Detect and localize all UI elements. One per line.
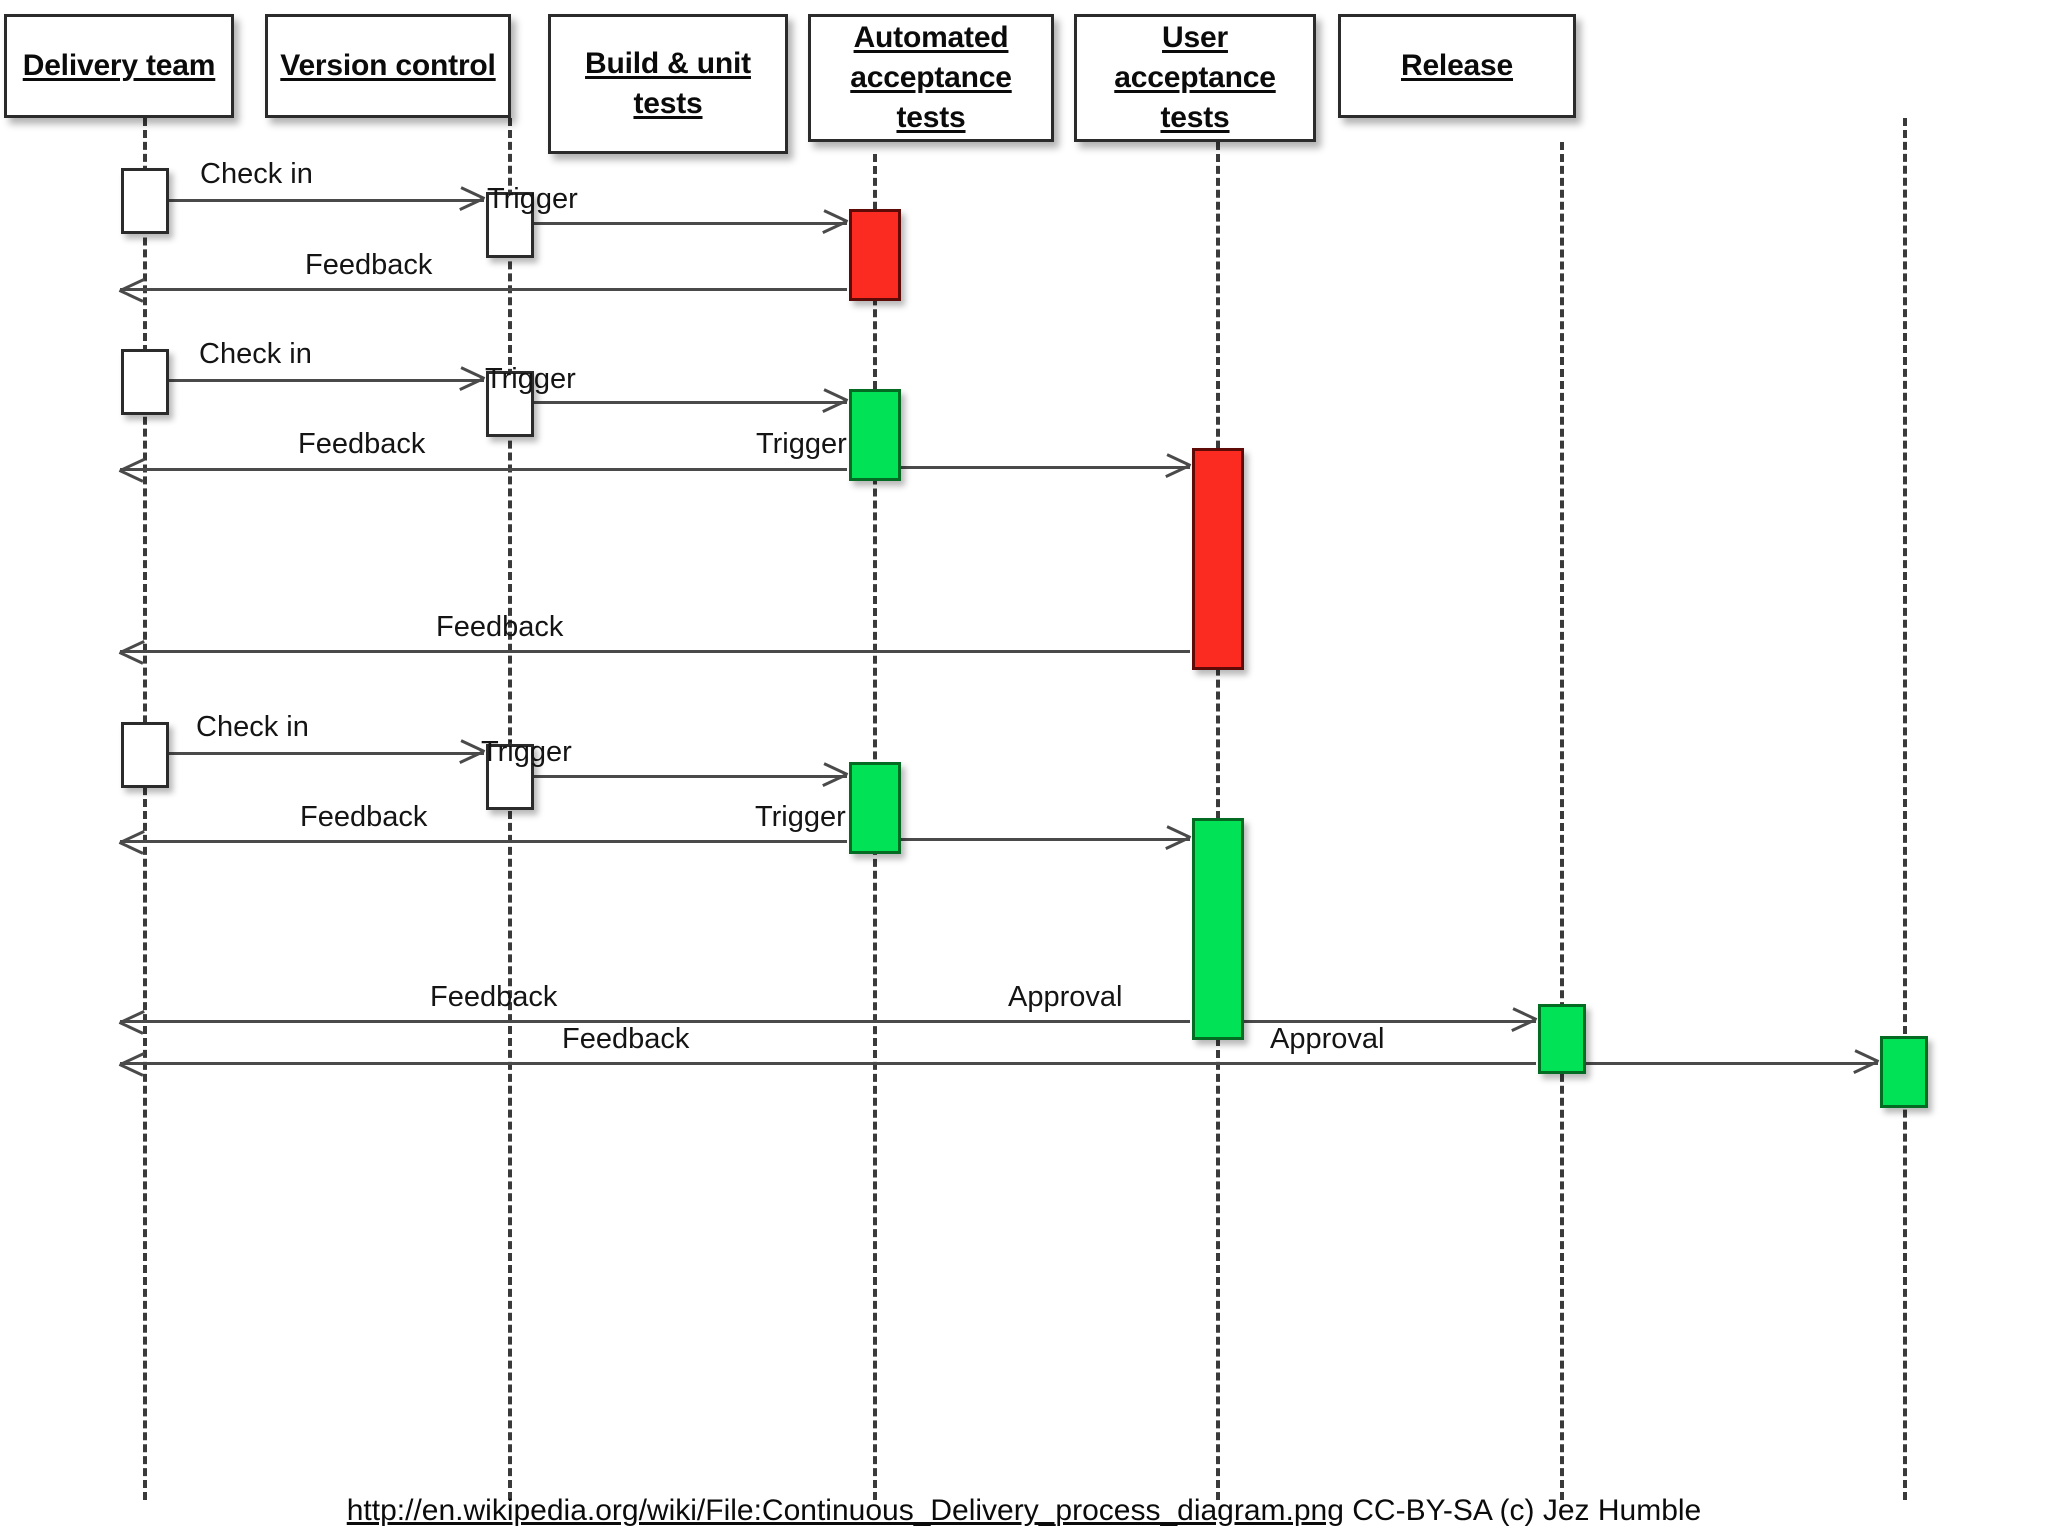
message-label-m16: Approval (1270, 1023, 1385, 1055)
participant-label: Release (1400, 49, 1514, 82)
message-line (120, 650, 1190, 653)
activation-bar-aa-a1[interactable] (1192, 448, 1244, 670)
message-label-m15: Feedback (562, 1023, 690, 1055)
lifeline-delivery-team (143, 118, 147, 1500)
participant-box-version-control[interactable]: Version control (265, 14, 511, 118)
activation-bar-vc-a1[interactable] (486, 192, 534, 258)
message-label-m2: Trigger (487, 183, 578, 215)
message-label-m10: Trigger (481, 736, 572, 768)
message-line (534, 222, 847, 225)
message-line (1586, 1062, 1878, 1065)
message-line (1244, 1020, 1536, 1023)
message-line (534, 401, 847, 404)
message-label-m8: Feedback (436, 611, 564, 643)
message-label-m3: Feedback (305, 249, 433, 281)
participant-box-build-unit-tests[interactable]: Build & unit tests (548, 14, 788, 154)
message-line (901, 838, 1190, 841)
participant-label: Build & unit tests (585, 47, 751, 120)
message-label-m7: Trigger (756, 428, 847, 460)
activation-bar-dt-a2[interactable] (121, 349, 169, 415)
activation-bar-rl-a1[interactable] (1880, 1036, 1928, 1108)
participant-box-auto-accept[interactable]: Automated acceptance tests (808, 14, 1054, 142)
activation-bar-vc-a3[interactable] (486, 744, 534, 810)
message-line (120, 840, 847, 843)
message-label-m5: Trigger (485, 363, 576, 395)
activation-bar-bu-a2[interactable] (849, 389, 901, 481)
message-line (120, 1020, 1190, 1023)
message-label-m14: Approval (1008, 981, 1123, 1013)
activation-bar-vc-a2[interactable] (486, 371, 534, 437)
message-line (120, 468, 847, 471)
activation-bar-aa-a2[interactable] (1192, 818, 1244, 1040)
message-label-m6: Feedback (298, 428, 426, 460)
activation-bar-dt-a3[interactable] (121, 722, 169, 788)
message-label-m4: Check in (199, 338, 312, 370)
message-label-m1: Check in (200, 158, 313, 190)
participant-box-delivery-team[interactable]: Delivery team (4, 14, 234, 118)
message-line (534, 775, 847, 778)
message-line (901, 466, 1190, 469)
participant-label: User acceptance tests (1114, 21, 1276, 134)
activation-bar-bu-a3[interactable] (849, 762, 901, 854)
participant-label: Automated acceptance tests (850, 21, 1012, 134)
lifeline-release (1903, 118, 1907, 1500)
message-line (169, 199, 484, 202)
message-line (169, 752, 484, 755)
source-caption: http://en.wikipedia.org/wiki/File:Contin… (0, 1494, 2048, 1528)
participant-label: Version control (280, 49, 496, 82)
activation-bar-bu-a1[interactable] (849, 209, 901, 301)
message-line (169, 379, 484, 382)
participant-box-user-accept[interactable]: User acceptance tests (1074, 14, 1316, 142)
message-line (120, 1062, 1536, 1065)
message-label-m9: Check in (196, 711, 309, 743)
participant-label: Delivery team (22, 49, 216, 82)
message-line (120, 288, 847, 291)
activation-bar-dt-a1[interactable] (121, 168, 169, 234)
source-credit: CC-BY-SA (c) Jez Humble (1343, 1494, 1702, 1527)
message-label-m13: Feedback (430, 981, 558, 1013)
message-label-m11: Feedback (300, 801, 428, 833)
participant-box-release[interactable]: Release (1338, 14, 1576, 118)
activation-bar-ua-a1[interactable] (1538, 1004, 1586, 1074)
source-url-link[interactable]: http://en.wikipedia.org/wiki/File:Contin… (346, 1494, 1344, 1527)
lifeline-user-accept (1560, 142, 1564, 1500)
message-label-m12: Trigger (755, 801, 846, 833)
